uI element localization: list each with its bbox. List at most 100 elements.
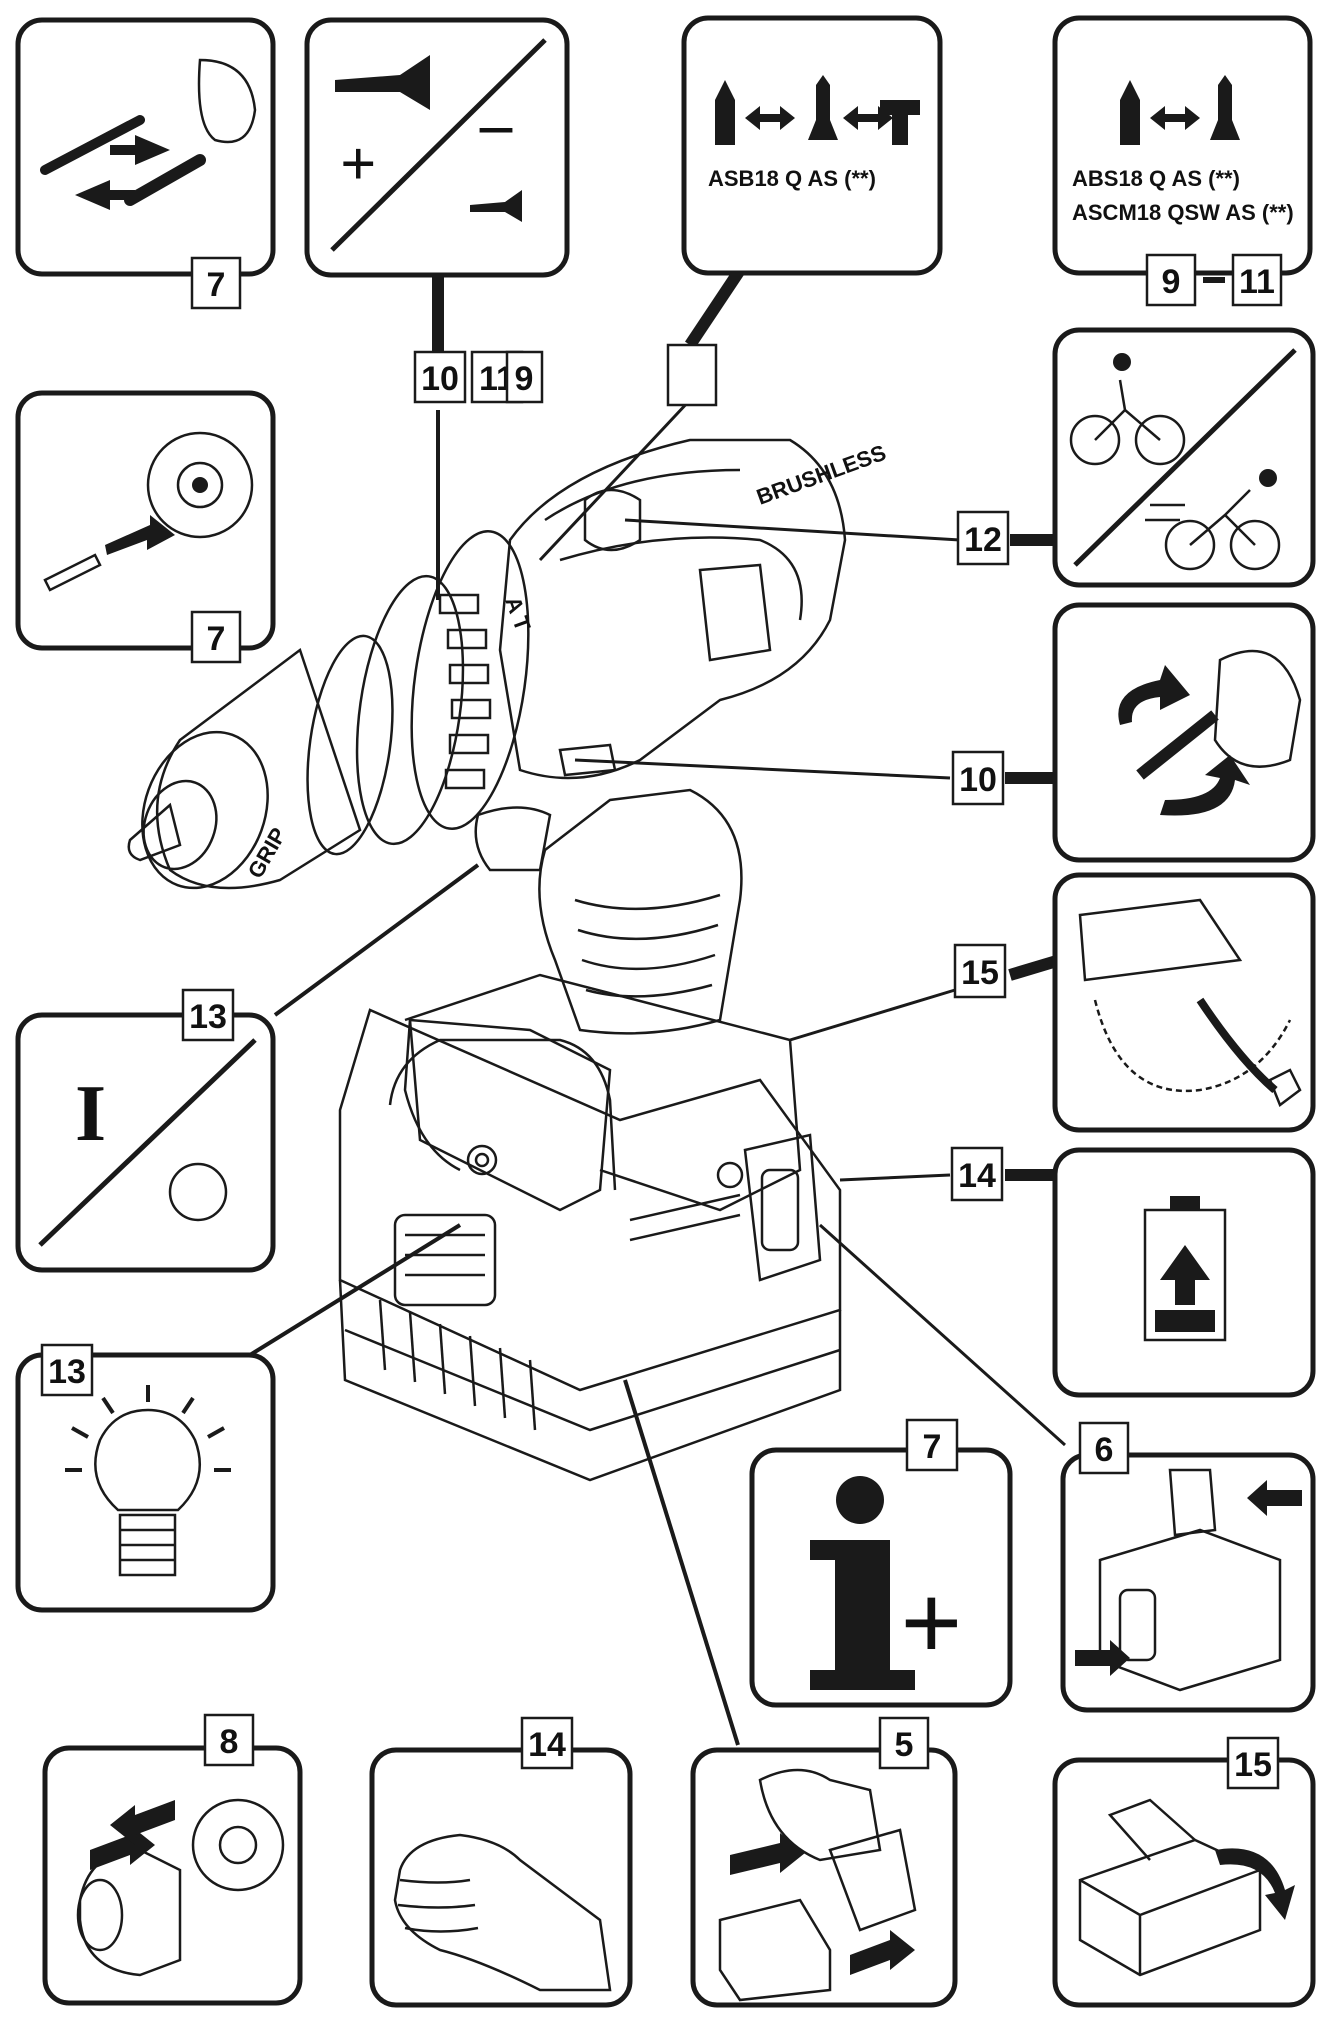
chuck-out-arrow-icon xyxy=(90,1825,155,1870)
svg-text:7: 7 xyxy=(207,620,226,658)
bit-icon xyxy=(43,553,102,592)
svg-text:9: 9 xyxy=(1162,263,1181,301)
drill-chuck-icon xyxy=(197,58,257,144)
torque-minus: – xyxy=(479,88,513,159)
drill-mode-icon xyxy=(715,80,735,145)
light-bulb-icon xyxy=(94,1408,202,1512)
insert-arrow-bottom-icon xyxy=(850,1930,915,1975)
svg-text:13: 13 xyxy=(189,998,227,1036)
svg-text:10: 10 xyxy=(959,761,997,799)
ref-tag-battery-charge: 14 xyxy=(950,1146,1004,1202)
svg-text:6: 6 xyxy=(1095,1431,1114,1469)
motor-housing xyxy=(498,438,847,780)
brand-badge xyxy=(698,563,772,662)
panel-speed xyxy=(1052,327,1316,588)
ref-tag-battery-insert: 5 xyxy=(878,1716,930,1770)
switch-off-symbol xyxy=(168,1162,228,1222)
switch-on-symbol: I xyxy=(75,1070,106,1158)
panel-lanyard xyxy=(1052,872,1316,1133)
svg-text:9: 9 xyxy=(515,360,534,398)
arrow-out-icon xyxy=(75,180,135,210)
light-rays-icon xyxy=(65,1385,231,1472)
battery-block-icon xyxy=(718,1898,832,2002)
speed-selector-button xyxy=(583,488,642,552)
ref-tag-speed: 12 xyxy=(956,510,1010,566)
belt-clip xyxy=(743,1133,822,1282)
arrow-in-icon xyxy=(110,135,170,165)
chuck xyxy=(155,647,362,890)
hammer-mode-icon xyxy=(880,100,920,145)
screw-large-icon xyxy=(335,55,430,110)
arrow-lr-icon xyxy=(745,106,795,130)
insert-arrow-top-icon xyxy=(730,1833,805,1875)
work-light-lens xyxy=(466,1144,498,1176)
drill-foot-icon xyxy=(828,1828,917,1932)
panel-bit-exchange xyxy=(15,17,276,277)
torque-collar xyxy=(355,574,465,846)
panel-battery-insert xyxy=(690,1747,958,2008)
svg-text:10: 10 xyxy=(421,360,459,398)
torque-plus: + xyxy=(340,128,376,199)
mode-three-model: ASB18 Q AS (**) xyxy=(708,166,876,191)
panel-storage xyxy=(1052,1757,1316,2008)
carabiner-icon xyxy=(1268,1068,1302,1107)
leader-lines xyxy=(248,266,1067,1746)
ref-tag-rotation: 10 xyxy=(951,750,1005,806)
svg-text:11: 11 xyxy=(1239,263,1275,301)
lanyard-chain-icon xyxy=(1093,999,1292,1093)
ref-tag-battery-release: 6 xyxy=(1078,1421,1130,1475)
panel-info: + xyxy=(749,1447,1013,1708)
brand-text: BRUSHLESS xyxy=(753,440,889,510)
ref-tag-mode-two: 9 11 xyxy=(1145,253,1283,307)
rotate-cw-icon xyxy=(1118,665,1190,725)
ref-tag-on-off: 13 xyxy=(181,988,235,1042)
svg-text:14: 14 xyxy=(528,1726,566,1764)
ref-tag-lanyard: 15 xyxy=(953,943,1007,999)
spindle-icon xyxy=(191,1798,285,1892)
cyclist-slow-icon xyxy=(1069,353,1186,466)
screw-mode-icon-2 xyxy=(1210,75,1240,140)
insert-arrow-icon xyxy=(105,515,175,555)
panel-rotation xyxy=(1052,602,1316,863)
bit-holder-icon xyxy=(124,154,206,206)
svg-text:5: 5 xyxy=(895,1726,914,1764)
svg-text:13: 13 xyxy=(48,1353,86,1391)
rotate-ccw-icon xyxy=(1160,755,1250,816)
box-lid-icon xyxy=(1107,1798,1196,1861)
mode-two-model-b: ASCM18 QSW AS (**) xyxy=(1072,200,1294,225)
svg-text:14: 14 xyxy=(958,1157,996,1195)
panel-mode-two: ABS18 Q AS (**) ASCM18 QSW AS (**) xyxy=(1052,15,1313,276)
ref-tag-hand: 14 xyxy=(520,1716,574,1770)
drill-bit-icon xyxy=(40,115,145,175)
svg-text:7: 7 xyxy=(923,1428,942,1466)
battery-grip-ribs xyxy=(378,1299,537,1431)
screw-mode-icon xyxy=(808,75,838,140)
drill-handle xyxy=(538,788,743,1035)
panel-chuck-change xyxy=(42,1745,303,2006)
battery-release-button xyxy=(393,1213,497,1307)
ref-tag-light: 13 xyxy=(40,1343,94,1397)
battery-tool-icon xyxy=(1078,898,1243,982)
rotation-switch xyxy=(558,743,617,777)
ref-tag-bit-exchange: 7 xyxy=(190,256,242,310)
chuck-in-arrow-icon xyxy=(110,1800,175,1845)
chuck-front-icon xyxy=(146,431,254,539)
cyclist-fast-icon xyxy=(1145,469,1281,571)
chuck-tip xyxy=(127,802,182,862)
info-i-icon xyxy=(810,1540,915,1690)
ref-tag-storage: 15 xyxy=(1226,1736,1280,1790)
drill-head-icon xyxy=(758,1768,882,1862)
ref-tag-info: 7 xyxy=(905,1418,959,1472)
collar-lettering: A T xyxy=(500,593,536,635)
info-plus: + xyxy=(900,1562,963,1684)
svg-text:7: 7 xyxy=(207,266,226,304)
svg-text:8: 8 xyxy=(220,1723,239,1761)
release-arrow-top-icon xyxy=(1247,1480,1302,1516)
panel-hand xyxy=(369,1747,633,2008)
handle-grip-lines xyxy=(574,893,721,998)
ref-tag-mode-three xyxy=(666,343,718,407)
release-arrow-bottom-icon xyxy=(1075,1640,1130,1676)
collar-notches xyxy=(438,593,492,790)
mode-collar xyxy=(410,530,530,830)
